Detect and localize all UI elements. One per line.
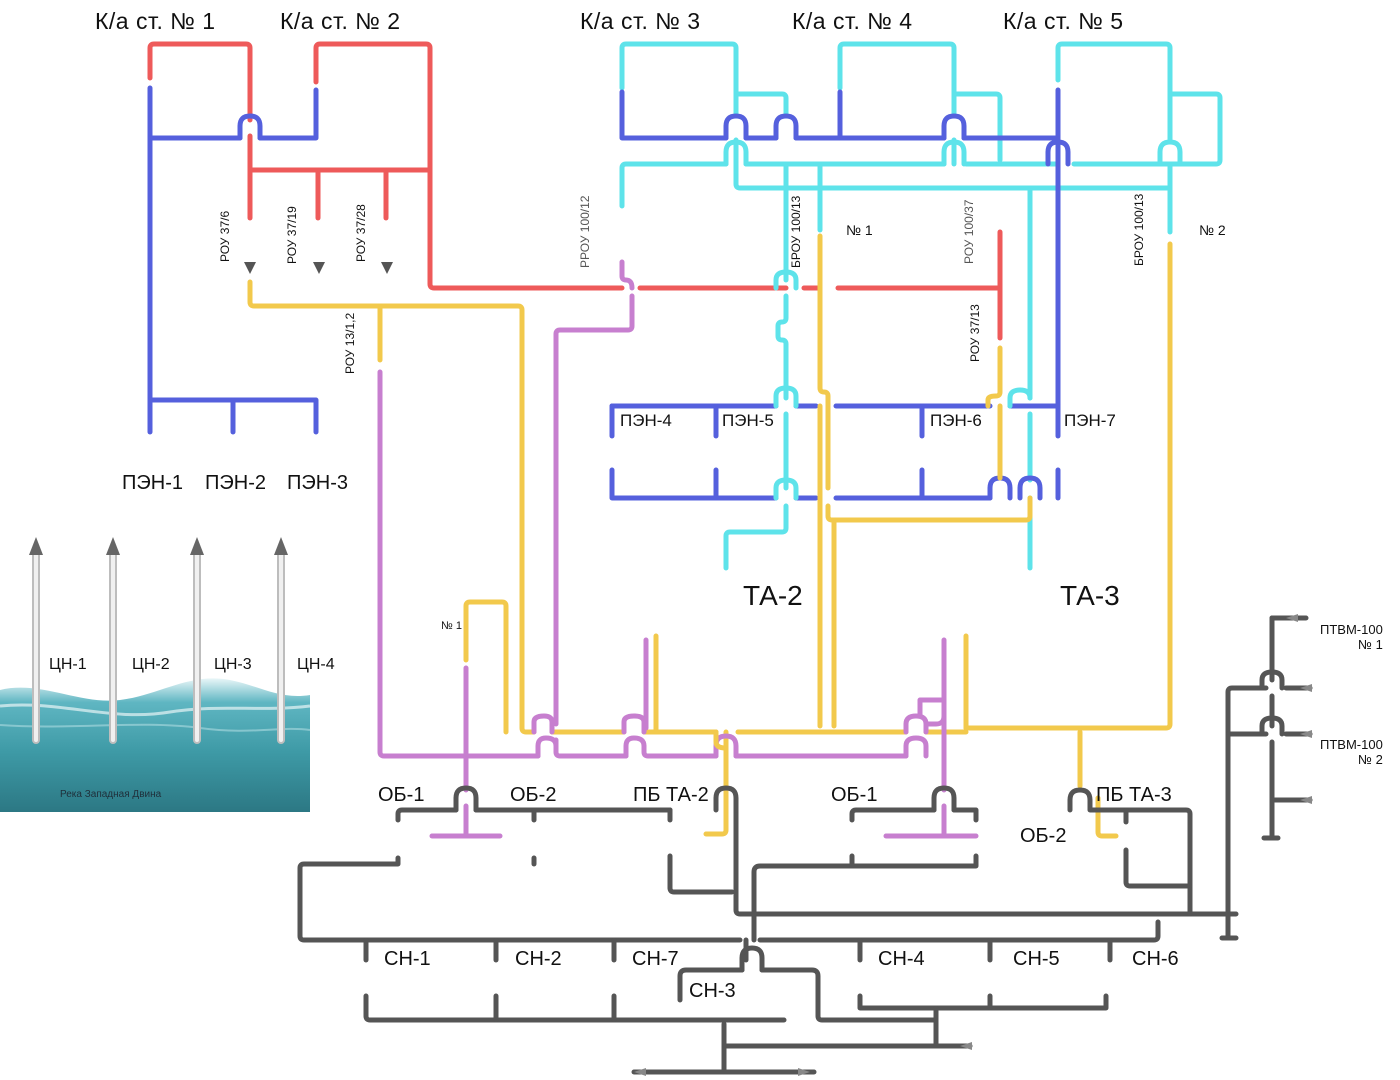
rrou-100-12-label: РРОУ 100/12 <box>578 195 592 268</box>
feed-water-verticals <box>1045 139 1071 167</box>
ptvm-2-label: ПТВМ-100 № 2 <box>1320 737 1383 767</box>
pen-1-label: ПЭН-1 <box>122 472 183 494</box>
boiler-3-label: К/а ст. № 3 <box>580 8 701 34</box>
network-water-pipes <box>297 615 1313 1075</box>
ob-2-right-label: ОБ-2 <box>1020 825 1067 847</box>
lp-steam-pipes <box>247 233 1173 839</box>
rou-37-19-label: РОУ 37/19 <box>285 206 299 264</box>
number-1-mid: № 1 <box>441 620 462 632</box>
pen-6-label: ПЭН-6 <box>930 411 982 430</box>
valve-markers <box>634 614 1312 1076</box>
turbine-ta3-label: ТА-3 <box>1060 580 1120 611</box>
pen-3-label: ПЭН-3 <box>287 472 348 494</box>
turbine-ta2-label: ТА-2 <box>743 580 803 611</box>
pen-2-label: ПЭН-2 <box>205 472 266 494</box>
pb-ta2-label: ПБ ТА-2 <box>633 784 709 806</box>
circ-water-pipes <box>29 537 288 744</box>
ptvm-2-number: № 2 <box>1358 752 1383 767</box>
ptvm-1-name: ПТВМ-100 <box>1320 622 1383 637</box>
rou-100-37-label: РОУ 100/37 <box>962 199 976 264</box>
pb-ta3-label: ПБ ТА-3 <box>1096 784 1172 806</box>
rou-37-6-label: РОУ 37/6 <box>218 210 232 262</box>
ob-1-right-label: ОБ-1 <box>831 784 878 806</box>
cn-2-label: ЦН-2 <box>132 656 170 673</box>
sn-2-label: СН-2 <box>515 948 562 970</box>
boiler-1-label: К/а ст. № 1 <box>95 8 216 34</box>
feed-water-pipes <box>147 85 1061 501</box>
boiler-2-label: К/а ст. № 2 <box>280 8 401 34</box>
sn-6-label: СН-6 <box>1132 948 1179 970</box>
river-image <box>0 678 311 812</box>
rou-arrows <box>244 262 393 274</box>
brou-100-13-a-label: БРОУ 100/13 <box>789 195 803 268</box>
sn-4-label: СН-4 <box>878 948 925 970</box>
number-1-top: № 1 <box>846 222 873 238</box>
cn-3-label: ЦН-3 <box>214 656 252 673</box>
hp-steam-pipes <box>147 41 1003 341</box>
ptvm-2-name: ПТВМ-100 <box>1320 737 1383 752</box>
network-water-crossovers <box>453 669 1285 973</box>
sn-3-label: СН-3 <box>689 980 736 1002</box>
pen-5-label: ПЭН-5 <box>722 411 774 430</box>
rou-37-28-label: РОУ 37/28 <box>354 204 368 262</box>
header-crossovers <box>531 713 929 759</box>
cn-4-label: ЦН-4 <box>297 656 335 673</box>
ptvm-1-number: № 1 <box>1358 637 1383 652</box>
pen-4-label: ПЭН-4 <box>620 411 672 430</box>
rou-13-12-label: РОУ 13/1,2 <box>343 312 357 374</box>
river-caption: Река Западная Двина <box>60 789 162 800</box>
ob-1-left-label: ОБ-1 <box>378 784 425 806</box>
cn-1-label: ЦН-1 <box>49 656 87 673</box>
rou-37-13-label: РОУ 37/13 <box>968 304 982 362</box>
pen-7-label: ПЭН-7 <box>1064 411 1116 430</box>
sn-5-label: СН-5 <box>1013 948 1060 970</box>
boiler-5-label: К/а ст. № 5 <box>1003 8 1124 34</box>
boiler-4-label: К/а ст. № 4 <box>792 8 913 34</box>
cyan-crossovers <box>723 139 1183 501</box>
sn-1-label: СН-1 <box>384 948 431 970</box>
ptvm-1-label: ПТВМ-100 № 1 <box>1320 622 1383 652</box>
sn-7-label: СН-7 <box>632 948 679 970</box>
brou-100-13-b-label: БРОУ 100/13 <box>1132 193 1146 266</box>
extraction-pipes <box>377 259 979 839</box>
ob-2-left-label: ОБ-2 <box>510 784 557 806</box>
number-2-top: № 2 <box>1199 222 1226 238</box>
